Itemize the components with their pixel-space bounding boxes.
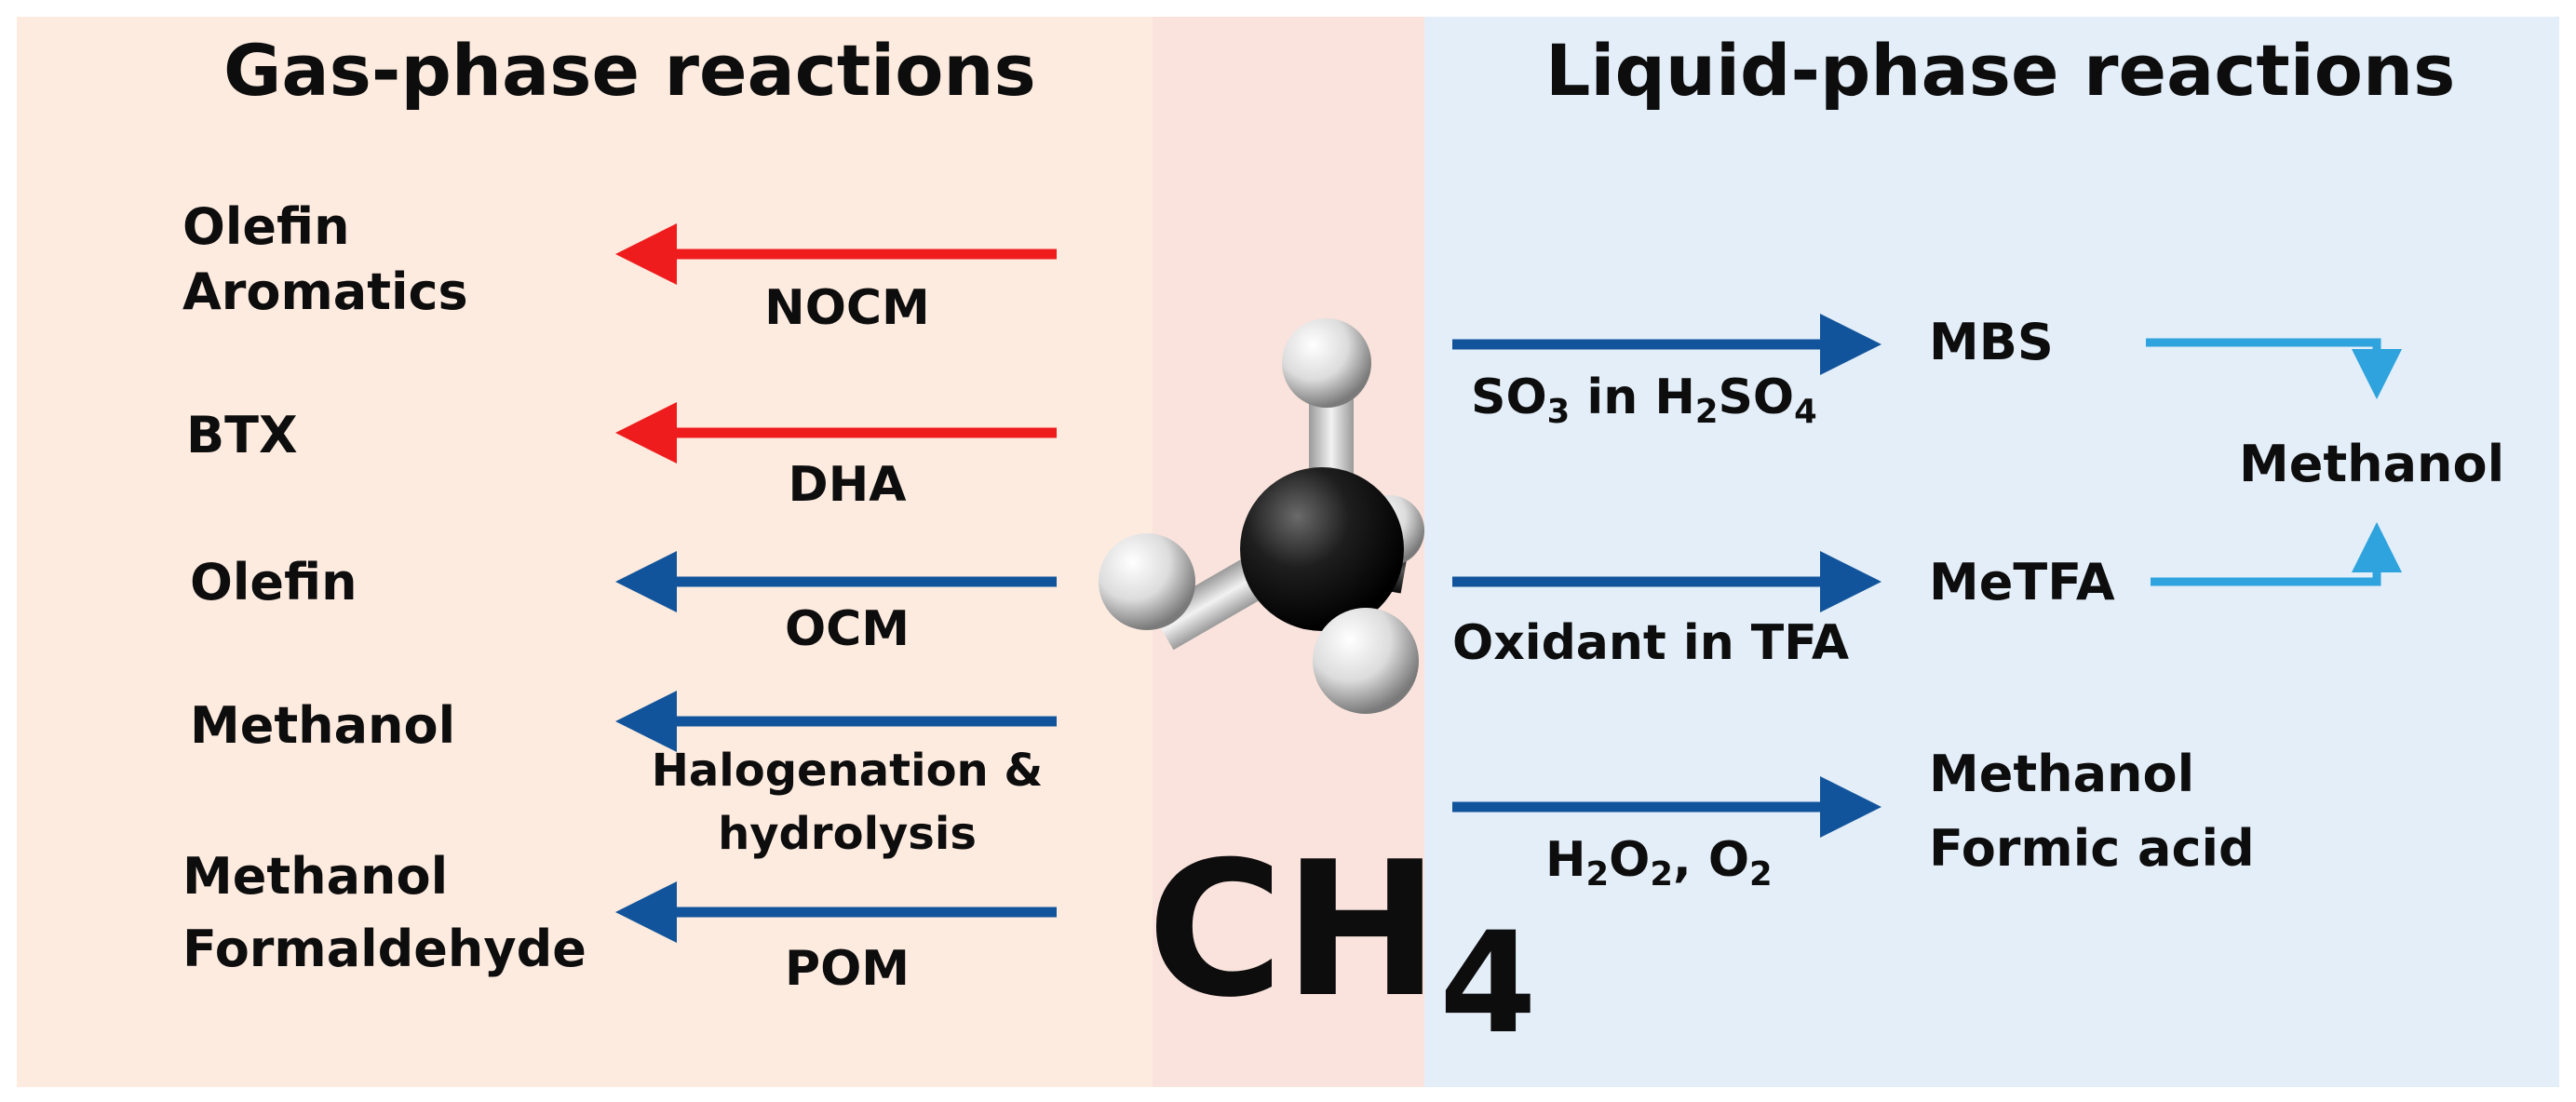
final-product-methanol: Methanol bbox=[2239, 435, 2505, 493]
cond-o2-sub: 2 bbox=[1650, 854, 1673, 894]
cond-o: O bbox=[1609, 832, 1651, 888]
cond-o2b-sub: 2 bbox=[1749, 854, 1773, 894]
liquid-product-formic-acid: Formic acid bbox=[1929, 819, 2255, 878]
liquid-product-methanol: Methanol bbox=[1929, 745, 2195, 803]
condition-so3-h2so4: SO3 in H2SO4 bbox=[1471, 369, 1817, 428]
cond-so: SO bbox=[1471, 370, 1547, 425]
cond-comma-o: , O bbox=[1672, 832, 1750, 888]
label-nocm: NOCM bbox=[764, 280, 930, 336]
label-dha: DHA bbox=[788, 457, 907, 513]
cond-h-sub: 2 bbox=[1694, 392, 1719, 431]
methane-molecule-icon bbox=[1099, 318, 1424, 714]
cond-so-sub: 3 bbox=[1546, 392, 1571, 431]
ch4-formula: CH4 bbox=[1147, 838, 1537, 1055]
cond-in-h: in H bbox=[1570, 370, 1695, 425]
liquid-product-metfa: MeTFA bbox=[1929, 553, 2115, 611]
condition-oxidant-tfa: Oxidant in TFA bbox=[1452, 615, 1850, 671]
cond-so4: SO bbox=[1718, 370, 1795, 425]
arrow-metfa-to-methanol bbox=[2151, 522, 2402, 586]
liquid-phase-title: Liquid-phase reactions bbox=[1545, 29, 2456, 112]
gas-product-methanol-1: Methanol bbox=[190, 696, 456, 755]
gas-product-olefin-2: Olefin bbox=[190, 553, 357, 611]
label-ocm: OCM bbox=[784, 601, 910, 657]
condition-h2o2-o2: H2O2, O2 bbox=[1545, 831, 1773, 891]
gas-product-formaldehyde: Formaldehyde bbox=[182, 920, 587, 978]
cond-h: H bbox=[1545, 832, 1586, 888]
ch4-main: CH bbox=[1147, 822, 1440, 1039]
ch4-subscript: 4 bbox=[1439, 903, 1537, 1065]
cond-h2-sub: 2 bbox=[1585, 854, 1610, 894]
arrow-mbs-to-methanol bbox=[2146, 338, 2402, 399]
label-pom: POM bbox=[784, 941, 910, 997]
cond-so4-sub: 4 bbox=[1794, 392, 1817, 431]
gas-phase-title: Gas-phase reactions bbox=[223, 29, 1036, 112]
gas-product-olefin-1: Olefin bbox=[182, 197, 350, 256]
liquid-product-mbs: MBS bbox=[1929, 313, 2054, 371]
label-hydrolysis: hydrolysis bbox=[718, 808, 977, 860]
gas-product-methanol-2: Methanol bbox=[182, 847, 449, 906]
label-halogenation: Halogenation & bbox=[651, 745, 1044, 797]
gas-product-btx: BTX bbox=[186, 406, 298, 464]
gas-product-aromatics: Aromatics bbox=[182, 262, 468, 321]
